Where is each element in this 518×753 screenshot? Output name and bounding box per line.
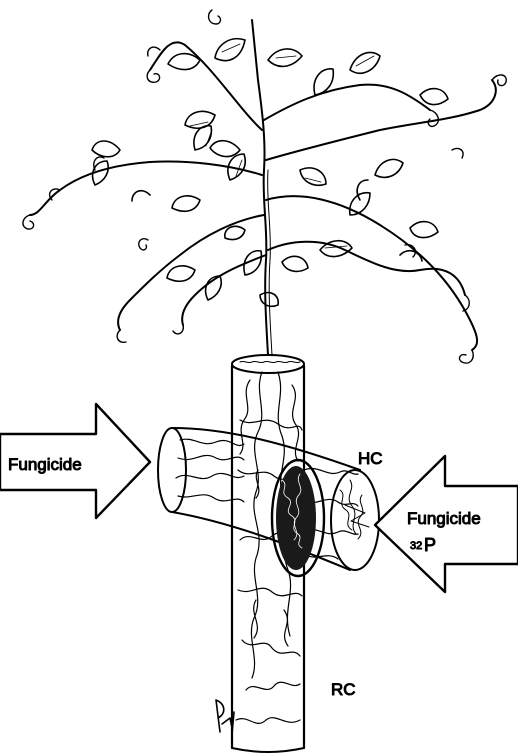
rc-label: RC — [331, 680, 356, 699]
rc-top-opening — [232, 355, 304, 373]
hc-end-face-roots — [340, 480, 369, 539]
left-arrow-label: Fungicide — [8, 455, 82, 474]
roots — [176, 372, 358, 723]
hc-top-edge — [172, 428, 360, 470]
branch-mid-right — [266, 196, 477, 350]
soil-surface-texture — [240, 361, 300, 362]
branch-lower-left — [182, 255, 266, 325]
isotope-symbol: P — [424, 535, 436, 555]
hc-right-end — [331, 470, 379, 570]
branch-top-right — [264, 85, 430, 120]
plant — [23, 10, 506, 363]
labeled-root-zone — [272, 460, 324, 576]
branch-right-long — [266, 80, 496, 160]
hc-left-end — [158, 428, 186, 512]
right-arrow-label: Fungicide — [407, 509, 481, 528]
branch-lower-right — [268, 242, 465, 295]
leaf-veins — [190, 44, 374, 248]
rc-bottom — [232, 748, 304, 752]
horizontal-container — [158, 428, 379, 570]
hc-label: HC — [358, 449, 383, 468]
isotope-mass-number: 32 — [410, 540, 422, 552]
branch-mid-left — [118, 215, 264, 330]
left-fungicide-arrow: Fungicide — [0, 404, 150, 518]
right-fungicide-arrow: Fungicide 32 P — [375, 456, 518, 592]
branch-top-left — [150, 42, 262, 130]
